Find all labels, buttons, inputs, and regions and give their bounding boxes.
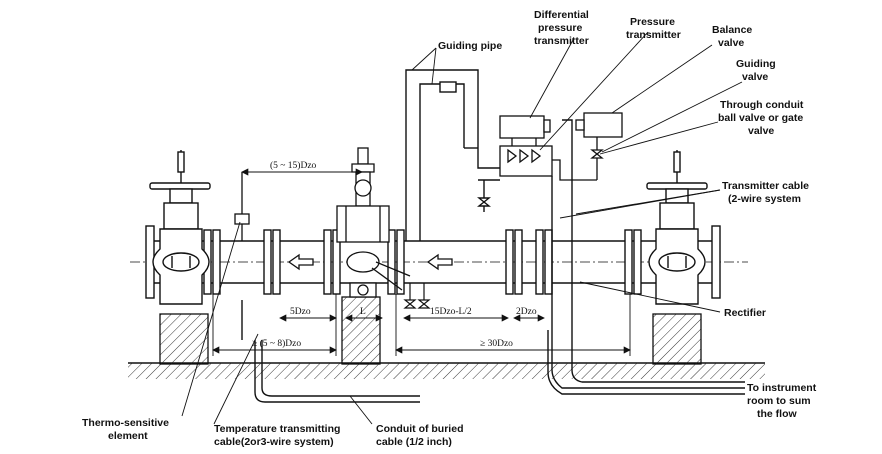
- svg-text:Thermo-sensitive: Thermo-sensitive: [82, 417, 169, 429]
- right-gate-valve: [646, 150, 708, 305]
- svg-text:pressure: pressure: [538, 22, 583, 34]
- pressure-transmitter: [552, 112, 623, 181]
- drain-valves: [403, 283, 431, 309]
- svg-text:valve: valve: [718, 37, 744, 49]
- svg-text:Pressure: Pressure: [630, 16, 675, 28]
- label-rectifier: Rectifier: [724, 307, 766, 319]
- leader-lines: [181, 31, 743, 425]
- svg-text:cable(2or3-wire system): cable(2or3-wire system): [214, 436, 334, 448]
- label-guiding-pipe: Guiding pipe: [438, 40, 502, 52]
- svg-text:room to sum: room to sum: [747, 395, 811, 407]
- label-conduit: Conduit of buried cable (1/2 inch): [376, 423, 463, 448]
- label-dp-transmitter: Differential pressure transmitter: [534, 9, 589, 47]
- transmitter-cables: [547, 119, 745, 395]
- svg-text:ball valve or gate: ball valve or gate: [718, 112, 803, 124]
- svg-text:Guiding pipe: Guiding pipe: [438, 40, 502, 52]
- thermo-sensitive-element: [234, 172, 250, 241]
- vortex-flowmeter: [336, 147, 411, 298]
- label-guiding-valve: Guiding valve: [736, 58, 776, 83]
- svg-text:5Dzo: 5Dzo: [290, 307, 311, 317]
- svg-text:valve: valve: [748, 125, 774, 137]
- svg-text:To instrument: To instrument: [747, 382, 817, 394]
- svg-text:transmitter: transmitter: [626, 29, 681, 41]
- foundations: [159, 296, 702, 365]
- svg-text:2Dzo: 2Dzo: [516, 307, 537, 317]
- svg-text:L: L: [360, 307, 366, 317]
- label-balance-valve: Balance valve: [712, 24, 752, 49]
- svg-text:Temperature transmitting: Temperature transmitting: [214, 423, 340, 435]
- svg-text:Differential: Differential: [534, 9, 589, 21]
- svg-text:Transmitter cable: Transmitter cable: [722, 180, 809, 192]
- svg-text:(5 ~ 15)Dzo: (5 ~ 15)Dzo: [270, 160, 317, 171]
- svg-text:≥ 30Dzo: ≥ 30Dzo: [480, 339, 513, 349]
- label-through-conduit: Through conduit ball valve or gate valve: [718, 99, 804, 137]
- label-transmitter-cable: Transmitter cable (2-wire system: [722, 180, 809, 205]
- svg-text:(2-wire system: (2-wire system: [728, 193, 801, 205]
- ground: [128, 362, 765, 379]
- buried-cable-conduit: [241, 300, 420, 403]
- left-gate-valve: [149, 150, 211, 305]
- svg-text:Guiding: Guiding: [736, 58, 776, 70]
- svg-text:the flow: the flow: [757, 408, 797, 420]
- label-temp-cable: Temperature transmitting cable(2or3-wire…: [214, 423, 340, 448]
- dimension-texts: (5 ~ 15)Dzo 5Dzo L 15Dzo-L/2 2Dzo ≥ (5 ~…: [252, 160, 537, 349]
- flow-direction-arrows: [287, 253, 453, 271]
- dp-transmitter-manifold: [499, 115, 553, 177]
- svg-text:valve: valve: [742, 71, 768, 83]
- guiding-pipes: [405, 69, 500, 241]
- svg-text:Conduit of buried: Conduit of buried: [376, 423, 463, 435]
- label-pressure-transmitter: Pressure transmitter: [626, 16, 681, 41]
- label-thermo-element: Thermo-sensitive element: [82, 417, 169, 442]
- svg-text:Balance: Balance: [712, 24, 752, 36]
- pipe-flanges: [145, 225, 721, 299]
- svg-text:15Dzo-L/2: 15Dzo-L/2: [430, 307, 472, 317]
- svg-text:cable (1/2 inch): cable (1/2 inch): [376, 436, 452, 448]
- svg-text:transmitter: transmitter: [534, 35, 589, 47]
- svg-text:Through conduit: Through conduit: [720, 99, 804, 111]
- svg-text:element: element: [108, 430, 148, 442]
- svg-text:Rectifier: Rectifier: [724, 307, 766, 319]
- svg-text:≥ (5 ~ 8)Dzo: ≥ (5 ~ 8)Dzo: [252, 338, 301, 349]
- label-to-instrument: To instrument room to sum the flow: [747, 382, 817, 420]
- dimension-lines: [212, 168, 631, 356]
